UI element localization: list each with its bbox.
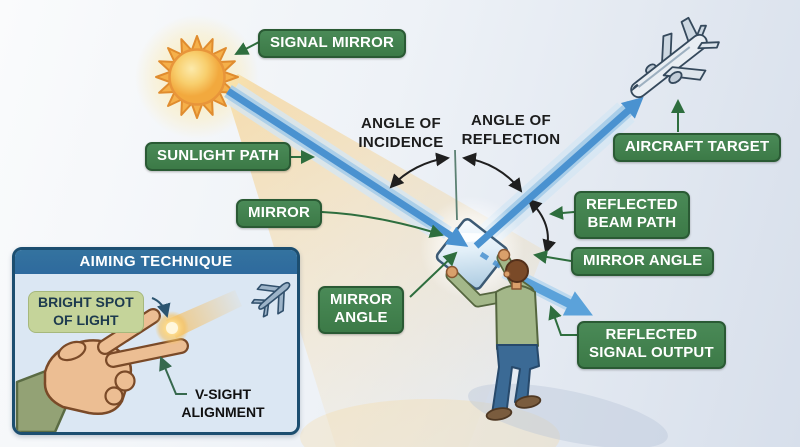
connector-signal-mirror: [234, 41, 260, 55]
label-line: ALIGNMENT: [181, 403, 265, 420]
label-sunlight-path: SUNLIGHT PATH: [145, 142, 292, 172]
reflected-beam: [473, 96, 644, 249]
connector-bright-spot: [151, 297, 171, 318]
label-line: ANGLE OF: [471, 112, 551, 129]
label-line: REFLECTION: [461, 130, 561, 148]
connector-mirror-angle-left: [409, 251, 458, 298]
sun-icon: [135, 15, 259, 139]
connector-mirror: [321, 211, 444, 238]
angle-of-reflection-label: ANGLE OF REFLECTION: [446, 112, 576, 150]
connector-reflected-beam-path: [549, 205, 575, 220]
label-line: INCIDENCE: [358, 133, 444, 151]
label-line: ANGLE OF: [361, 115, 441, 132]
label-line: REFLECTED: [605, 326, 698, 343]
connector-reflected-signal-output: [548, 305, 577, 336]
connector-mirror-angle-right: [533, 250, 572, 264]
person-figure: [445, 248, 542, 421]
label-mirror-angle-right: MIRROR ANGLE: [571, 247, 715, 277]
connector-v-sight: [159, 356, 187, 395]
inset-canvas: [15, 281, 291, 432]
label-reflected-beam-path: REFLECTED BEAM PATH: [574, 191, 690, 239]
hand-v-sign-icon: [15, 308, 189, 432]
label-line: SIGNAL OUTPUT: [589, 344, 714, 362]
label-reflected-signal-output: REFLECTED SIGNAL OUTPUT: [577, 321, 726, 369]
bright-spot-label: BRIGHT SPOT OF LIGHT: [28, 291, 144, 333]
airplane-icon: [630, 16, 720, 99]
label-line: BRIGHT SPOT: [38, 294, 134, 310]
label-line: V-SIGHT: [194, 386, 251, 402]
angle-of-incidence-label: ANGLE OF INCIDENCE: [336, 115, 466, 153]
label-mirror: MIRROR: [236, 199, 323, 229]
label-line: OF LIGHT: [53, 311, 119, 328]
small-plane-icon: [251, 281, 291, 318]
mirror-angle-arc: [527, 198, 557, 254]
label-line: MIRROR: [330, 291, 393, 308]
incident-beam: [226, 88, 469, 247]
label-line: BEAM PATH: [587, 214, 677, 232]
label-aircraft-target: AIRCRAFT TARGET: [613, 133, 782, 163]
normal-line: [454, 149, 458, 221]
inset-title: AIMING TECHNIQUE: [15, 250, 297, 274]
label-line: REFLECTED: [586, 196, 678, 213]
label-line: ANGLE: [334, 309, 388, 327]
v-sight-label: V-SIGHT ALIGNMENT: [175, 386, 271, 421]
bright-spot-core: [166, 322, 178, 334]
reflection-arc: [462, 152, 523, 193]
light-cone: [224, 74, 544, 447]
label-signal-mirror: SIGNAL MIRROR: [258, 29, 406, 59]
label-mirror-angle-left: MIRROR ANGLE: [318, 286, 405, 334]
incidence-arc: [389, 152, 450, 189]
aiming-technique-inset: AIMING TECHNIQUE BRIGHT SPOT OF LIGHT V-…: [12, 247, 300, 435]
